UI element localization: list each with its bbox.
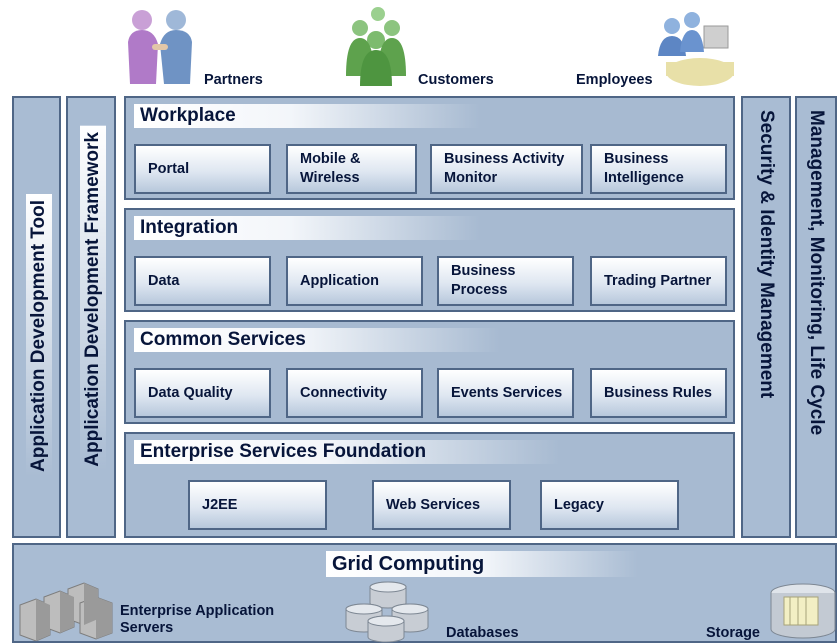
common-services-layer: Common Services Data Quality Connectivit…: [124, 320, 735, 424]
customers-label: Customers: [418, 72, 494, 88]
employees-label: Employees: [576, 72, 653, 88]
legacy-box: Legacy: [540, 480, 679, 530]
trading-partner-box: Trading Partner: [590, 256, 727, 306]
mobile-wireless-box: Mobile & Wireless: [286, 144, 417, 194]
foundation-title: Enterprise Services Foundation: [134, 440, 560, 464]
databases-icon: [345, 581, 429, 643]
security-label: Security & Identity Management: [756, 110, 777, 399]
dev-tool-label: Application Development Tool: [26, 194, 52, 478]
web-services-box: Web Services: [372, 480, 511, 530]
partners-label: Partners: [204, 72, 263, 88]
j2ee-box: J2EE: [188, 480, 327, 530]
security-panel: Security & Identity Management: [741, 96, 791, 538]
servers-label: Enterprise Application Servers: [120, 603, 275, 636]
dev-tool-panel: Application Development Tool: [12, 96, 61, 538]
databases-label: Databases: [446, 625, 519, 641]
management-panel: Management, Monitoring, Life Cycle: [795, 96, 837, 538]
business-process-box: Business Process: [437, 256, 574, 306]
data-quality-box: Data Quality: [134, 368, 271, 418]
workplace-layer: Workplace Portal Mobile & Wireless Busin…: [124, 96, 735, 200]
dev-framework-panel: Application Development Framework: [66, 96, 116, 538]
foundation-layer: Enterprise Services Foundation J2EE Web …: [124, 432, 735, 538]
dev-framework-label: Application Development Framework: [80, 126, 106, 473]
storage-icon: [770, 583, 836, 639]
workplace-title: Workplace: [134, 104, 480, 128]
business-rules-box: Business Rules: [590, 368, 727, 418]
customers-group: Customers: [338, 6, 508, 92]
employees-icon: [658, 12, 734, 86]
partners-group: Partners: [120, 6, 280, 92]
storage-label: Storage: [706, 625, 760, 641]
business-activity-monitor-box: Business Activity Monitor: [430, 144, 583, 194]
employees-group: Employees: [574, 6, 740, 92]
integration-title: Integration: [134, 216, 480, 240]
portal-box: Portal: [134, 144, 271, 194]
grid-computing-panel: Grid Computing Enterprise Application Se…: [12, 543, 837, 643]
data-box: Data: [134, 256, 271, 306]
grid-computing-title: Grid Computing: [326, 551, 638, 577]
connectivity-box: Connectivity: [286, 368, 423, 418]
integration-layer: Integration Data Application Business Pr…: [124, 208, 735, 312]
application-box: Application: [286, 256, 423, 306]
common-services-title: Common Services: [134, 328, 500, 352]
events-services-box: Events Services: [437, 368, 574, 418]
business-intelligence-box: Business Intelligence: [590, 144, 727, 194]
management-label: Management, Monitoring, Life Cycle: [806, 110, 827, 436]
servers-icon: [19, 582, 113, 641]
partners-icon: [128, 10, 192, 84]
customers-icon: [346, 7, 406, 86]
